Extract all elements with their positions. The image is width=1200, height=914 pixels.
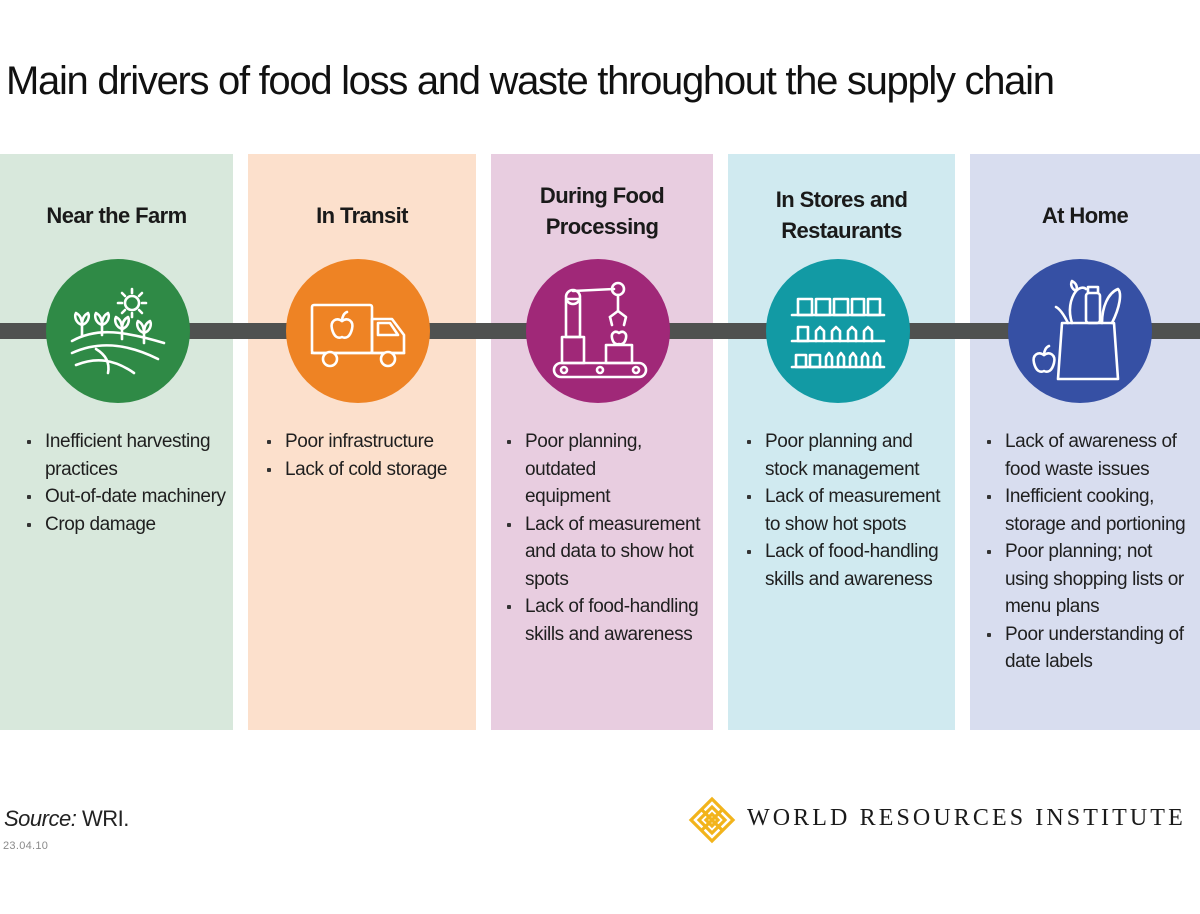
bullet-item: Lack of cold storage [264, 456, 470, 484]
robot-arm-conveyor-icon [526, 259, 670, 403]
chart-title: Main drivers of food loss and waste thro… [6, 59, 1055, 103]
stage-during-food-processing: During Food Processing [491, 154, 713, 730]
bullet-item: Lack of awareness of food waste issues [984, 428, 1190, 483]
stage-title: In Transit [316, 203, 408, 228]
stage-at-home: At Home [970, 154, 1200, 730]
bullet-item: Poor planning; not using shopping lists … [984, 538, 1190, 621]
bullet-item: Crop damage [24, 511, 233, 539]
bullet-item: Lack of measurement and data to show hot… [504, 511, 713, 594]
bullet-item: Poor planning and stock management [744, 428, 920, 483]
bullet-item: Poor planning, outdated equipment [504, 428, 675, 511]
bullet-item: Lack of food-handling skills and awarene… [504, 593, 700, 648]
stage-bullets-near-the-farm: Inefficient harvesting practices Out-of-… [24, 428, 233, 538]
stage-in-stores-and-restaurants: In Stores and Restaurants [728, 154, 955, 730]
farm-field-sun-icon [46, 259, 190, 403]
stage-title: Near the Farm [46, 203, 187, 228]
bullet-item: Inefficient cooking, storage and portion… [984, 483, 1198, 538]
stage-bullets-in-stores-and-restaurants: Poor planning and stock management Lack … [744, 428, 950, 593]
bullet-item: Lack of measurement to show hot spots [744, 483, 950, 538]
delivery-truck-apple-icon [286, 259, 430, 403]
source-note: Source: WRI. [4, 806, 129, 832]
bullet-item: Poor infrastructure [264, 428, 470, 456]
source-value: WRI. [81, 806, 129, 831]
wri-logo-name: WORLD RESOURCES INSTITUTE [747, 805, 1186, 831]
stage-bullets-at-home: Lack of awareness of food waste issues I… [984, 428, 1198, 676]
date-stamp: 23.04.10 [3, 840, 49, 852]
wri-knot-logo-icon [688, 796, 736, 844]
stage-bullets-during-food-processing: Poor planning, outdated equipment Lack o… [504, 428, 709, 648]
bullet-item: Out-of-date machinery [24, 483, 233, 511]
stage-title: During Food Processing [539, 183, 665, 239]
bullet-item: Lack of food-handling skills and awarene… [744, 538, 950, 593]
stage-in-transit: In Transit [248, 154, 476, 730]
stage-title: At Home [1041, 203, 1129, 228]
grocery-bag-icon [1008, 259, 1152, 403]
bullet-item: Poor understanding of date labels [984, 621, 1190, 676]
store-shelves-icon [766, 259, 910, 403]
source-label: Source: [4, 806, 77, 831]
stage-bullets-in-transit: Poor infrastructure Lack of cold storage [264, 428, 470, 483]
bullet-item: Inefficient harvesting practices [24, 428, 233, 483]
stage-title: In Stores and Restaurants [775, 187, 908, 243]
stage-near-the-farm: Near the Farm [0, 154, 233, 730]
